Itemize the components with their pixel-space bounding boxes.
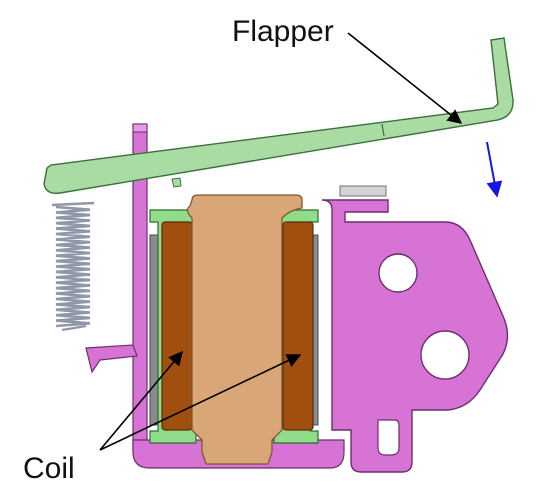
down-arrow-icon (486, 141, 503, 198)
yoke-tab (339, 185, 387, 197)
spring-bracket (85, 344, 138, 374)
coil-label: Coil (23, 452, 75, 485)
frame-rod-cap (132, 123, 148, 133)
coil-leader-left (99, 350, 183, 451)
yoke-slot (377, 419, 400, 456)
yoke-plate (321, 199, 509, 473)
core (186, 194, 303, 465)
return-spring (51, 201, 95, 332)
flapper-seam (381, 123, 385, 137)
yoke-hole-large (420, 330, 470, 380)
flapper-leader (347, 32, 463, 124)
coil-winding-right (282, 221, 314, 431)
coil-leader-right (99, 354, 302, 451)
flapper-tab (171, 177, 182, 188)
coil-assembly (149, 194, 319, 465)
coil-winding-left (161, 221, 193, 431)
yoke-hole-small (378, 253, 418, 293)
flapper-label: Flapper (232, 15, 334, 48)
flapper (43, 37, 514, 194)
